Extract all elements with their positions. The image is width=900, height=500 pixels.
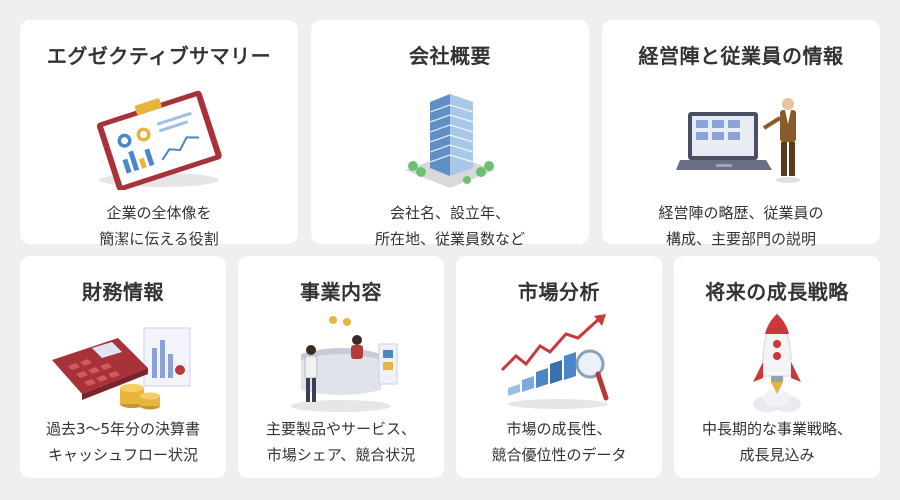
card-description: 主要製品やサービス、 市場シェア、競合状況 (238, 416, 444, 468)
description-line: 市場シェア、競合状況 (266, 446, 416, 464)
card-description: 過去3～5年分の決算書 キャッシュフロー状況 (20, 416, 226, 468)
card-title: 財務情報 (82, 280, 164, 304)
card-company-overview: 会社概要 会社名、設立年、 所在地、従業員数など (311, 20, 589, 248)
card-growth-strategy: 将来の成長戦略 中長期的な事業戦略、 成長見込み (674, 256, 880, 478)
card-description: 会社名、設立年、 所在地、従業員数など (311, 200, 589, 252)
calculator-coins-icon (48, 318, 198, 414)
description-line: 過去3～5年分の決算書 (45, 420, 201, 438)
description-line: 成長見込み (739, 446, 815, 464)
card-description: 市場の成長性、 競合優位性のデータ (456, 416, 662, 468)
description-line: 構成、主要部門の説明 (665, 230, 816, 248)
card-title: エグゼクティブサマリー (46, 44, 272, 68)
description-line: 簡潔に伝える役割 (99, 230, 219, 248)
description-line: 所在地、従業員数など (374, 230, 525, 248)
card-description: 経営陣の略歴、従業員の 構成、主要部門の説明 (602, 200, 880, 252)
clipboard-report-icon (84, 90, 234, 192)
card-description: 企業の全体像を 簡潔に伝える役割 (20, 200, 298, 252)
description-line: キャッシュフロー状況 (47, 446, 198, 464)
rocket-icon (737, 312, 817, 414)
description-line: 中長期的な事業戦略、 (701, 420, 852, 438)
card-title: 事業内容 (300, 280, 382, 304)
card-executive-summary: エグゼクティブサマリー 企業の全体像を 簡潔に伝える (20, 20, 298, 248)
description-line: 会社名、設立年、 (389, 204, 510, 222)
card-business-content: 事業内容 主要製品やサービス、 市場シェア、競合状況 (238, 256, 444, 478)
card-title: 会社概要 (409, 44, 491, 68)
card-description: 中長期的な事業戦略、 成長見込み (674, 416, 880, 468)
description-line: 競合優位性のデータ (491, 446, 627, 464)
description-line: 市場の成長性、 (506, 420, 612, 438)
card-title: 市場分析 (518, 280, 600, 304)
service-counter-icon (281, 314, 401, 414)
office-building-icon (395, 88, 505, 192)
description-line: 経営陣の略歴、従業員の (658, 204, 824, 222)
card-title: 将来の成長戦略 (705, 280, 849, 304)
card-financial-info: 財務情報 (20, 256, 226, 478)
card-market-analysis: 市場分析 市場の成長性、 競合優位性のデータ (456, 256, 662, 478)
growth-chart-magnifier-icon (494, 312, 624, 412)
description-line: 企業の全体像を (106, 204, 212, 222)
description-line: 主要製品やサービス、 (265, 420, 416, 438)
card-title: 経営陣と従業員の情報 (638, 44, 844, 68)
card-management-employees: 経営陣と従業員の情報 経営陣の略歴、従業員の 構成、主要部門の説明 (602, 20, 880, 248)
presenter-laptop-icon (676, 90, 806, 190)
